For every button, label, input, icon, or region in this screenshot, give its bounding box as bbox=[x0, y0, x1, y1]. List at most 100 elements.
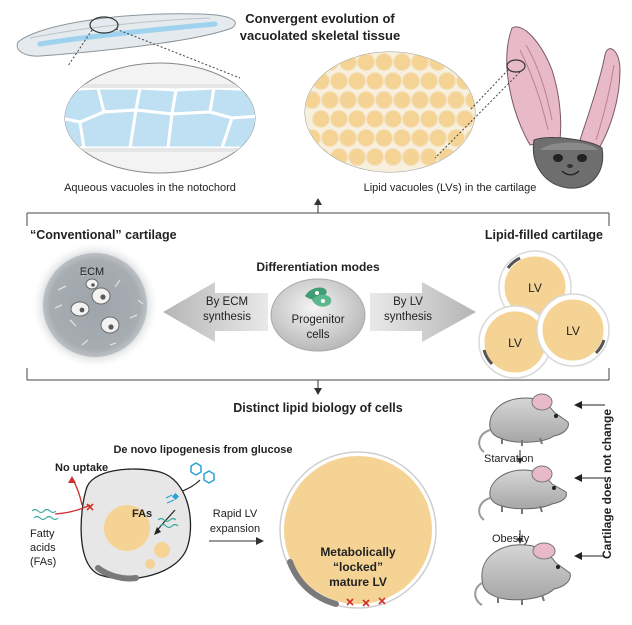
svg-text:mature LV: mature LV bbox=[329, 575, 387, 589]
lipid-vacuole-dot bbox=[402, 148, 420, 166]
progenitor-cells: Progenitor cells bbox=[270, 278, 366, 352]
svg-text:acids: acids bbox=[30, 542, 56, 554]
lipid-vacuole-dot bbox=[321, 91, 339, 109]
lipid-vacuole-dot bbox=[375, 129, 393, 147]
red-cross-icon bbox=[86, 503, 94, 511]
lipid-vacuole-dot bbox=[312, 110, 330, 128]
svg-text:expansion: expansion bbox=[210, 523, 260, 535]
progenitor-cell-icon bbox=[305, 287, 332, 307]
lipid-vacuole-dot bbox=[339, 91, 357, 109]
lipid-vacuole-dot bbox=[465, 53, 475, 71]
lipid-vacuole-dot bbox=[366, 148, 384, 166]
heading-conventional-cartilage: “Conventional” cartilage bbox=[30, 228, 177, 242]
lipid-vacuole-dot bbox=[456, 148, 474, 166]
lipid-vacuole-dot bbox=[465, 129, 475, 147]
svg-text:LV: LV bbox=[528, 281, 542, 295]
svg-text:Metabolically: Metabolically bbox=[320, 545, 396, 559]
lipid-vacuole-dot bbox=[429, 129, 447, 147]
svg-text:Progenitor: Progenitor bbox=[291, 314, 344, 326]
no-change-indicator: Cartilage does not change bbox=[574, 401, 614, 560]
arrow-lv-synthesis: By LV synthesis bbox=[370, 282, 476, 342]
heading-differentiation-modes: Differentiation modes bbox=[256, 260, 380, 274]
condition-arrows: Starvation Obesity bbox=[484, 450, 534, 545]
mature-lv-nucleus bbox=[287, 559, 339, 607]
label-obesity: Obesity bbox=[492, 533, 530, 545]
lipid-vacuole-dot bbox=[420, 110, 438, 128]
rapid-lv-expansion: Rapid LV expansion bbox=[209, 508, 264, 545]
lipid-vacuole-dot bbox=[312, 148, 330, 166]
lipid-vacuole-dot bbox=[384, 148, 402, 166]
lipid-vacuole-dot bbox=[438, 110, 456, 128]
ecm-label: ECM bbox=[80, 266, 104, 278]
cell-lipid-droplet bbox=[154, 542, 170, 558]
no-uptake-path: No uptake bbox=[54, 462, 108, 515]
svg-text:cells: cells bbox=[306, 329, 329, 341]
arrow-down-to-lipid-biology bbox=[314, 380, 322, 395]
lipid-vacuole-dot bbox=[474, 148, 475, 166]
zoom-circle-notochord bbox=[89, 16, 119, 34]
svg-text:“locked”: “locked” bbox=[333, 560, 383, 574]
svg-text:vacuolated skeletal tissue: vacuolated skeletal tissue bbox=[240, 28, 400, 43]
fatty-acids: Fatty acids (FAs) bbox=[30, 508, 59, 568]
svg-text:Convergent evolution of: Convergent evolution of bbox=[245, 11, 395, 26]
lipid-vacuole-dot bbox=[357, 53, 375, 71]
lipid-vacuole-cluster: LV LV LV bbox=[478, 250, 610, 379]
mouse-starvation bbox=[478, 465, 567, 521]
lipid-vacuole-dot bbox=[366, 110, 384, 128]
mouse-obesity bbox=[474, 542, 571, 606]
lipid-vacuole-dot bbox=[321, 53, 339, 71]
cell-nucleus bbox=[95, 565, 139, 582]
label-starvation: Starvation bbox=[484, 453, 534, 465]
lipid-vacuole-dot bbox=[429, 91, 447, 109]
arrow-ecm-synthesis: By ECM synthesis bbox=[163, 282, 268, 342]
svg-text:LV: LV bbox=[508, 336, 522, 350]
lipid-vacuole-dot bbox=[357, 129, 375, 147]
lipid-vacuole-dot bbox=[305, 91, 321, 109]
intracellular-fa-squiggles bbox=[157, 517, 179, 529]
red-cross-icon bbox=[346, 597, 386, 607]
svg-text:LV: LV bbox=[566, 324, 580, 338]
lipid-vacuole-dot bbox=[402, 72, 420, 90]
title: Convergent evolution of vacuolated skele… bbox=[240, 11, 400, 43]
lipid-vacuole-dot bbox=[330, 72, 348, 90]
heading-lipid-biology: Distinct lipid biology of cells bbox=[233, 401, 403, 415]
lipid-vacuole-dot bbox=[366, 72, 384, 90]
lipid-vacuole-dot bbox=[348, 72, 366, 90]
ecm-cartilage-blob: ECM bbox=[31, 241, 159, 369]
svg-text:Rapid LV: Rapid LV bbox=[213, 508, 258, 520]
zoom-circle-ear bbox=[506, 59, 526, 73]
chondrocyte-cell: FAs bbox=[80, 468, 192, 582]
lipid-vacuole-dot bbox=[339, 129, 357, 147]
fatty-acid-squiggles bbox=[31, 508, 59, 521]
lipid-vacuole: LV bbox=[536, 293, 610, 367]
heading-lipid-filled-cartilage: Lipid-filled cartilage bbox=[485, 228, 603, 242]
lipid-vacuole-dot bbox=[375, 53, 393, 71]
lipid-vacuole-dot bbox=[456, 110, 474, 128]
cell-lipid-droplet bbox=[104, 505, 150, 551]
glucose-hexagons bbox=[190, 462, 215, 484]
lipid-vacuole-dot bbox=[447, 53, 465, 71]
lipid-vacuole-dot bbox=[402, 110, 420, 128]
svg-text:Cartilage does not change: Cartilage does not change bbox=[600, 409, 614, 559]
lipid-vacuole-dot bbox=[375, 91, 393, 109]
lipid-vacuole-dot bbox=[474, 72, 475, 90]
label-de-novo-lipogenesis: De novo lipogenesis from glucose bbox=[113, 444, 292, 456]
svg-text:By LV: By LV bbox=[393, 296, 423, 308]
svg-text:synthesis: synthesis bbox=[203, 311, 251, 323]
mature-lipid-vacuole: Metabolically “locked” mature LV bbox=[279, 451, 437, 609]
svg-text:synthesis: synthesis bbox=[384, 311, 432, 323]
membrane-transporter bbox=[165, 492, 180, 504]
lipid-vacuole-dot bbox=[411, 53, 429, 71]
lipid-vacuole-dot bbox=[456, 72, 474, 90]
lipid-vacuole-dot bbox=[447, 91, 465, 109]
cell-lipid-droplet bbox=[145, 559, 155, 569]
lipid-vacuole-dot bbox=[393, 53, 411, 71]
lancelet-illustration bbox=[16, 13, 241, 79]
lipid-vacuole-dot bbox=[384, 110, 402, 128]
lipid-vacuole-dot bbox=[384, 72, 402, 90]
lipid-vacuole-dot bbox=[474, 110, 475, 128]
lipid-vacuole-dot bbox=[411, 91, 429, 109]
lipid-vacuole-dot bbox=[393, 91, 411, 109]
notochord-zoom-oval bbox=[64, 62, 256, 174]
